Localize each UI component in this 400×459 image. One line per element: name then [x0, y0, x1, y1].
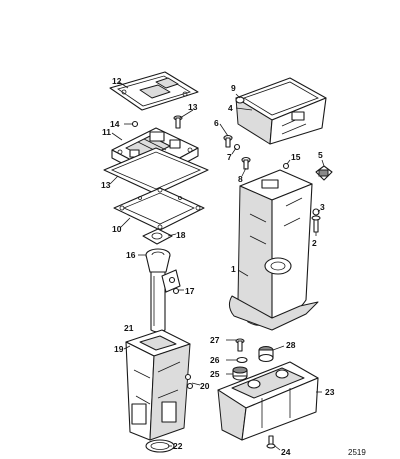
part-8-screw — [241, 156, 251, 170]
part-19-exhaust-housing — [125, 329, 191, 441]
part-22-seal-ring — [145, 439, 175, 453]
part-17-bracket — [161, 269, 181, 295]
part-4-tray — [235, 77, 327, 145]
callout-5: 5 — [318, 150, 323, 160]
part-28-rubber-mount — [258, 346, 274, 363]
part-27-screw — [235, 338, 245, 352]
part-15-screw-upper — [131, 120, 139, 128]
callout-28: 28 — [286, 340, 296, 350]
leader-lines — [109, 81, 325, 451]
part-12-top-cover-plate — [109, 71, 199, 111]
part-18-plate — [142, 228, 173, 245]
callout-1: 1 — [231, 264, 236, 274]
callout-12: 12 — [112, 76, 122, 86]
callout-16: 16 — [126, 250, 136, 260]
callout-21: 21 — [124, 323, 134, 333]
callout-26: 26 — [210, 355, 220, 365]
diagram-reference-number: 2519 — [348, 448, 366, 457]
part-25-mount — [232, 366, 248, 381]
part-23-lower-mount — [217, 361, 319, 441]
callout-4: 4 — [228, 103, 233, 113]
callout-27: 27 — [210, 335, 220, 345]
callout-18: 18 — [176, 230, 186, 240]
part-20-screws — [184, 373, 194, 390]
callout-17: 17 — [185, 286, 195, 296]
part-16-exhaust-tube-seal — [145, 248, 171, 273]
part-15-screw-right — [282, 162, 290, 170]
callout-15-upper: 14 — [110, 119, 120, 129]
part-13-gasket — [103, 147, 209, 195]
part-2-bolt — [311, 215, 321, 233]
callout-24: 24 — [281, 447, 291, 457]
callout-22: 22 — [173, 441, 183, 451]
callout-23: 23 — [325, 387, 335, 397]
part-1-driveshaft-housing — [228, 169, 319, 331]
part-9-plug — [235, 96, 245, 104]
callout-labels: 12 13 14 11 13 10 18 16 17 21 19 20 22 9… — [101, 76, 366, 457]
callout-15-right: 15 — [291, 152, 301, 162]
callout-19: 19 — [114, 344, 124, 354]
callout-20: 20 — [200, 381, 210, 391]
part-26-washer — [236, 356, 248, 364]
part-24-screw — [266, 435, 276, 449]
callout-25: 25 — [210, 369, 220, 379]
part-5-grommet — [315, 165, 333, 181]
callout-10: 10 — [112, 224, 122, 234]
part-10-gasket — [113, 187, 205, 231]
callout-8: 8 — [238, 174, 243, 184]
callout-13: 13 — [101, 180, 111, 190]
callout-14: 13 — [188, 102, 198, 112]
part-14-screw — [173, 115, 183, 129]
callout-9: 9 — [231, 83, 236, 93]
callout-2: 2 — [312, 238, 317, 248]
part-6-screw — [223, 134, 233, 148]
callout-11: 11 — [102, 127, 111, 137]
callout-7: 7 — [227, 152, 232, 162]
callout-3: 3 — [320, 202, 325, 212]
part-3-washer — [312, 208, 320, 216]
callout-6: 6 — [214, 118, 219, 128]
